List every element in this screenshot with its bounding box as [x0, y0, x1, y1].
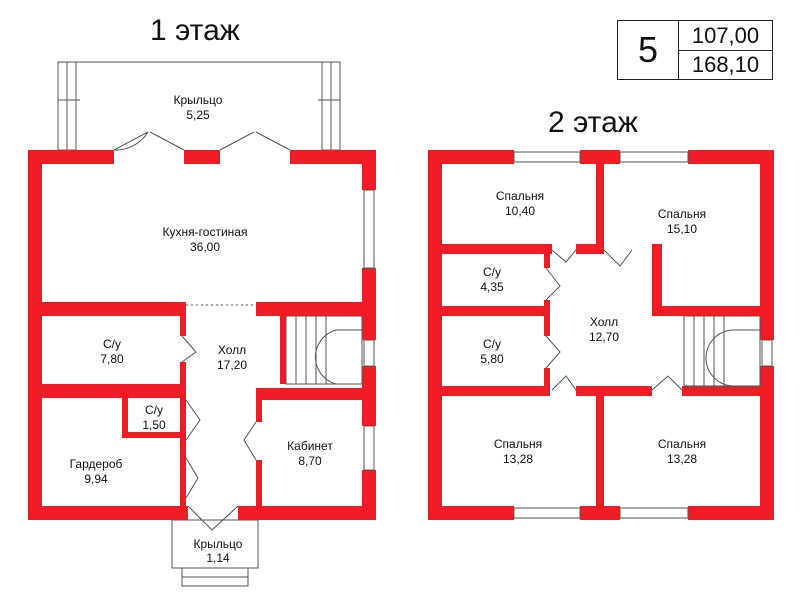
wall-top-mid — [184, 150, 220, 164]
room-name: Кабинет — [287, 439, 333, 453]
floor-1-plan — [28, 61, 376, 520]
room-area: 36,00 — [190, 240, 220, 254]
room-area: 13,28 — [667, 452, 697, 466]
room-area: 1,50 — [142, 418, 166, 432]
room-area: 10,40 — [505, 204, 535, 218]
room-area: 5,25 — [186, 108, 210, 122]
room-area: 7,80 — [100, 352, 124, 366]
room-labels: Крыльцо 5,25 Кухня-гостиная 36,00 С/у 7,… — [70, 93, 707, 565]
wall-right-upper — [362, 150, 376, 190]
floor-1-title: 1 этаж — [150, 14, 240, 47]
room-name: Спальня — [658, 207, 706, 221]
room-name: Спальня — [494, 437, 542, 451]
room-area: 15,10 — [667, 222, 697, 236]
floor-2-plan — [428, 150, 774, 520]
room-area: 9,94 — [84, 472, 108, 486]
room-name: Крыльцо — [174, 93, 223, 107]
room-area: 8,70 — [298, 454, 322, 468]
project-info-box: 5 107,00 168,10 — [617, 20, 773, 80]
room-name: Холл — [218, 343, 246, 357]
room-name: С/у — [145, 403, 163, 417]
room-name: Спальня — [496, 189, 544, 203]
room-name: Спальня — [658, 437, 706, 451]
wall-bottom-left — [28, 506, 188, 520]
room-name: Холл — [590, 315, 618, 329]
wall-bottom-right — [238, 506, 376, 520]
room-area: 12,70 — [589, 330, 619, 344]
wall-left — [28, 150, 42, 520]
project-number: 5 — [618, 21, 679, 79]
room-name: С/у — [483, 265, 501, 279]
room-name: Крыльцо — [194, 537, 243, 551]
wall-right-mid — [362, 268, 376, 340]
wall-top-left — [28, 150, 114, 164]
floor-2-fixtures — [513, 151, 773, 519]
room-name: С/у — [483, 337, 501, 351]
room-area: 5,80 — [480, 352, 504, 366]
room-area: 1,14 — [206, 551, 230, 565]
total-area-value: 168,10 — [691, 52, 760, 77]
wall-top-right — [290, 150, 376, 164]
floor-1-fixtures — [58, 99, 375, 587]
floor-2-title: 2 этаж — [548, 106, 638, 139]
wall-right-lower — [362, 366, 376, 426]
living-area-value: 107,00 — [679, 21, 772, 51]
room-name: С/у — [103, 337, 121, 351]
room-name: Гардероб — [70, 457, 123, 471]
room-area: 17,20 — [217, 358, 247, 372]
room-name: Кухня-гостиная — [163, 225, 248, 239]
room-area: 13,28 — [503, 452, 533, 466]
room-area: 4,35 — [480, 280, 504, 294]
